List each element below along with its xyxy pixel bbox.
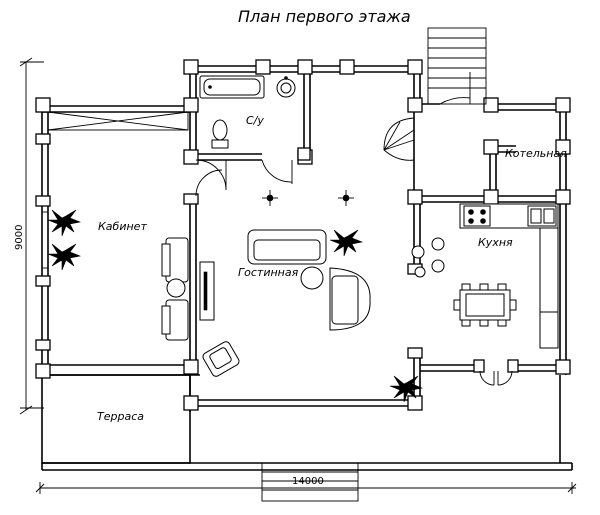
light-icon — [338, 190, 354, 206]
living-furniture: Гостинная — [199, 190, 424, 403]
terrace: Терраса — [41, 374, 573, 502]
door-swing — [195, 169, 223, 197]
plant-icon — [389, 375, 424, 403]
plant-icon — [47, 243, 82, 271]
dimension-width: 14000 — [292, 476, 324, 487]
room-label-living: Гостинная — [238, 266, 299, 279]
dimension-lines: 9000 14000 — [14, 57, 577, 494]
plant-icon — [329, 229, 364, 257]
plant-icon — [47, 209, 82, 237]
room-label-wc: С/у — [246, 114, 264, 127]
bathroom-fixtures: С/у — [195, 75, 311, 191]
plan-title: План первого этажа — [238, 7, 411, 26]
light-icon — [262, 190, 278, 206]
study-furniture: Кабинет — [41, 209, 189, 341]
dimension-height: 9000 — [14, 225, 25, 250]
entrance-stairs — [427, 27, 487, 105]
room-label-study: Кабинет — [98, 220, 147, 233]
room-label-kitchen: Кухня — [478, 236, 513, 249]
room-label-terrace: Терраса — [97, 410, 144, 423]
spiral-stair — [383, 117, 415, 161]
room-label-boiler: Котельная — [505, 147, 567, 160]
kitchen-furniture: Кухня — [411, 203, 559, 386]
